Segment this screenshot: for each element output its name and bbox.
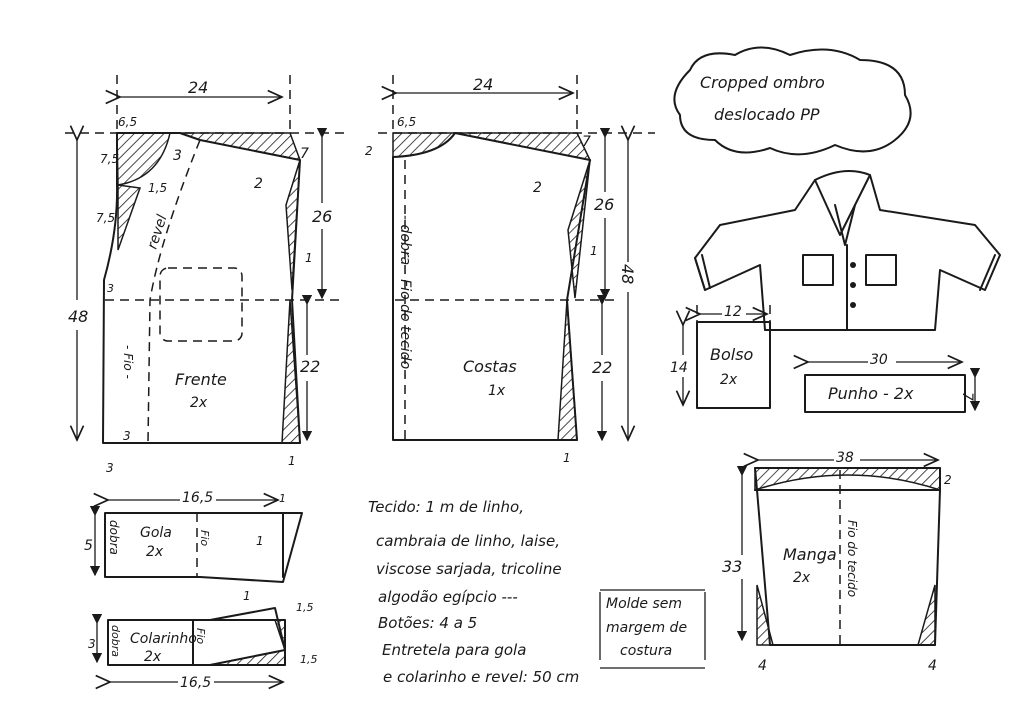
pocket-width: 12 xyxy=(724,304,742,320)
back-width-label: 24 xyxy=(473,75,493,94)
back-hem-side: 1 xyxy=(563,451,571,465)
material-notes: Tecido: 1 m de linho, cambraia de linho,… xyxy=(368,498,706,686)
front-shoulder-drop: 7 xyxy=(300,146,309,162)
collar-width: 16,5 xyxy=(182,490,213,506)
notes-line-2: cambraia de linho, laise, xyxy=(376,532,560,550)
back-height-label: 48 xyxy=(618,264,637,284)
pocket-placement xyxy=(159,267,243,342)
pocket-qty: 2x xyxy=(720,372,738,388)
collar-stand-qty: 2x xyxy=(144,649,162,665)
front-grain-label: - Fio - xyxy=(121,345,135,379)
front-side-in: 2 xyxy=(254,176,263,192)
cuff-piece: 30 7 Punho - 2x xyxy=(805,350,981,413)
jacket-illustration xyxy=(694,170,1001,331)
front-neck-width-label: 6,5 xyxy=(118,115,137,129)
collar-stand-height: 3 xyxy=(88,637,96,651)
back-side-mid: 1 xyxy=(590,244,598,258)
cuff-title: Punho - 2x xyxy=(828,384,914,403)
back-fold-grain-label: - dobra - Fio do tecido - xyxy=(397,215,413,379)
front-hem-side: 1 xyxy=(288,454,296,468)
sleeve-width: 38 xyxy=(836,450,854,466)
front-neck-cut xyxy=(116,132,171,186)
front-side-mid: 1 xyxy=(305,251,313,265)
collar-tip-c: 1 xyxy=(243,589,251,603)
seam-note-line-1: Molde sem xyxy=(606,596,682,612)
back-side-in: 2 xyxy=(533,180,542,196)
front-width-label: 24 xyxy=(188,78,208,97)
front-title: Frente xyxy=(175,370,227,389)
collar-fold: dobra xyxy=(107,520,121,555)
front-neck-depth-a: 7,5 xyxy=(100,152,119,166)
front-outline xyxy=(102,132,301,444)
back-neck-width: 6,5 xyxy=(397,115,416,129)
notes-line-7: e colarinho e revel: 50 cm xyxy=(383,668,579,686)
notes-line-5: Botões: 4 a 5 xyxy=(378,614,477,632)
sleeve-piece: 38 33 2 4 4 Fio do tecido Manga 2x xyxy=(722,448,952,674)
front-qty: 2x xyxy=(190,395,208,411)
sleeve-hem-left: 4 xyxy=(758,658,767,674)
seam-note-line-3: costura xyxy=(620,643,672,659)
sleeve-height: 33 xyxy=(722,557,742,576)
front-lower-label: 22 xyxy=(300,357,320,376)
collar-stand-fold: dobra xyxy=(109,625,122,657)
front-piece: 24 48 26 22 6,5 7,5 7,5 1,5 3 7 2 1 1 3 … xyxy=(65,75,345,475)
title-cloud: Cropped ombro deslocado PP xyxy=(673,46,912,156)
front-neck-depth-b: 7,5 xyxy=(96,211,115,225)
seam-note-line-2: margem de xyxy=(606,620,687,636)
back-lower-label: 22 xyxy=(592,358,612,377)
collar-tip-a: 1 xyxy=(279,492,286,505)
front-upper-label: 26 xyxy=(312,207,332,226)
collar-stand-tip-b: 1,5 xyxy=(300,653,318,666)
collar-stand-tip-a: 1,5 xyxy=(296,601,314,614)
collar-stand-width: 16,5 xyxy=(180,675,211,691)
collar-stand-title: Colarinho xyxy=(130,631,197,647)
sleeve-outline xyxy=(754,467,941,646)
front-neck-ext: 1,5 xyxy=(148,181,167,195)
pocket-height: 14 xyxy=(670,360,688,376)
sleeve-title: Manga xyxy=(783,545,837,564)
back-title: Costas xyxy=(463,357,517,376)
back-neck-depth: 2 xyxy=(365,144,373,158)
back-outline xyxy=(392,132,591,441)
sleeve-qty: 2x xyxy=(793,570,811,586)
collar-grain: Fio xyxy=(198,530,211,546)
cuff-height: 7 xyxy=(959,392,975,401)
collar-stand-piece: 3 dobra Fio Colarinho 2x 1,5 1,5 16,5 xyxy=(88,601,318,691)
front-revel-offset: 3 xyxy=(173,148,182,164)
front-extension: 3 xyxy=(123,429,131,443)
notes-line-3: viscose sarjada, tricoline xyxy=(376,560,562,578)
front-hem-front: 3 xyxy=(106,461,114,475)
sleeve-hem-right: 4 xyxy=(928,658,937,674)
back-piece: 24 48 26 22 6,5 2 7 2 1 1 - dobra - Fio … xyxy=(365,75,655,465)
front-ext: 3 xyxy=(107,282,114,295)
back-qty: 1x xyxy=(488,383,506,399)
sleeve-grain: Fio do tecido xyxy=(845,520,859,597)
notes-line-6: Entretela para gola xyxy=(382,641,526,659)
pocket-title: Bolso xyxy=(710,345,754,364)
collar-tip-b: 1 xyxy=(256,534,264,548)
back-upper-label: 26 xyxy=(594,195,614,214)
pocket-piece: 12 14 Bolso 2x xyxy=(670,302,771,409)
collar-piece: 16,5 1 5 dobra Fio Gola 2x 1 1 xyxy=(84,488,303,603)
notes-line-4: algodão egípcio --- xyxy=(378,588,518,606)
collar-qty: 2x xyxy=(146,544,164,560)
title-line-2: deslocado PP xyxy=(714,105,820,124)
collar-height: 5 xyxy=(84,538,93,554)
notes-line-1: Tecido: 1 m de linho, xyxy=(368,498,524,516)
collar-title: Gola xyxy=(140,525,172,541)
back-shoulder-drop: 7 xyxy=(582,134,591,150)
front-height-label: 48 xyxy=(68,307,88,326)
cuff-width: 30 xyxy=(870,352,888,368)
title-line-1: Cropped ombro xyxy=(700,73,825,92)
collar-stand-grain: Fio xyxy=(194,628,207,644)
sleeve-cap: 2 xyxy=(944,473,952,487)
